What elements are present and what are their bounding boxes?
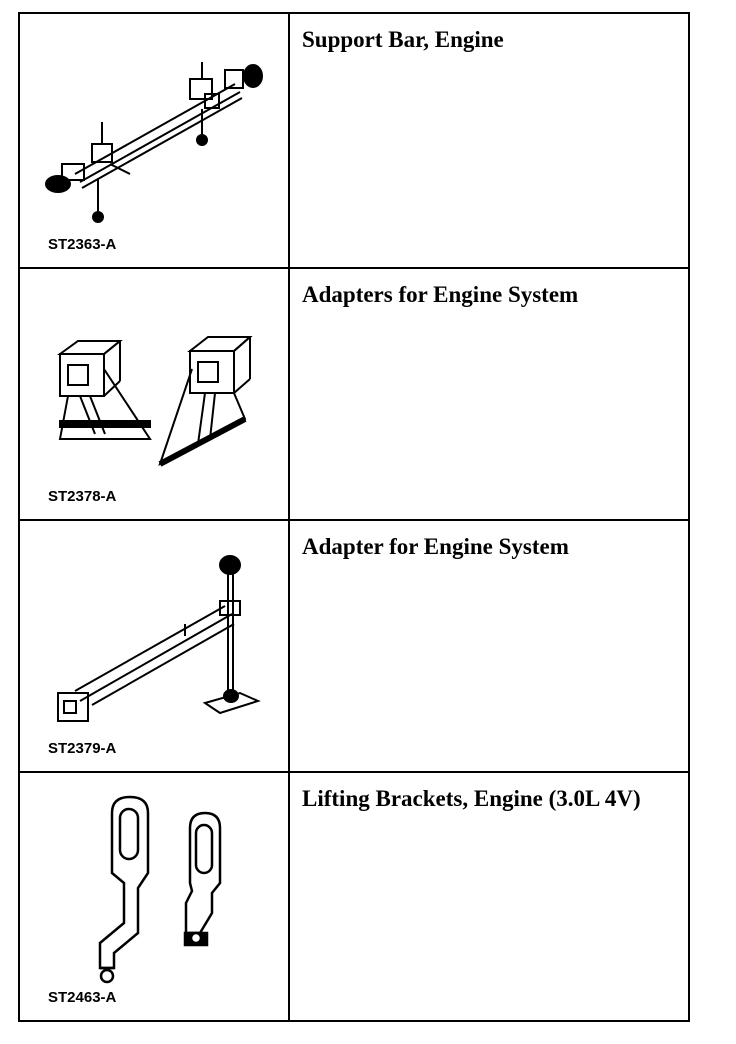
tool-description: Adapter for Engine System [302,534,569,559]
engine-lifting-brackets-icon [98,795,222,984]
tool-code: ST2378-A [48,488,117,505]
engine-support-bar-icon [45,62,263,223]
tool-code: ST2379-A [48,740,117,757]
engine-adapter-arm-icon [57,555,261,722]
tool-code: ST2363-A [48,236,117,253]
tool-image-cell: ST2379-A [20,521,290,771]
tool-description: Adapters for Engine System [302,282,579,307]
tool-row: ST2463-A Lifting Brackets, Engine (3.0L … [20,773,688,1020]
tool-description: Support Bar, Engine [302,27,504,52]
tool-row: ST2363-A Support Bar, Engine [20,14,688,269]
tool-code: ST2463-A [48,989,117,1006]
engine-adapters-pair-icon [56,336,253,467]
tool-image-cell: ST2378-A [20,269,290,519]
tool-row: ST2378-A Adapters for Engine System [20,269,688,521]
tool-table: ST2363-A Support Bar, Engine [18,12,690,1022]
tool-row: ST2379-A Adapter for Engine System [20,521,688,773]
tool-description: Lifting Brackets, Engine (3.0L 4V) [302,786,641,811]
tool-image-cell: ST2363-A [20,14,290,267]
tool-image-cell: ST2463-A [20,773,290,1020]
